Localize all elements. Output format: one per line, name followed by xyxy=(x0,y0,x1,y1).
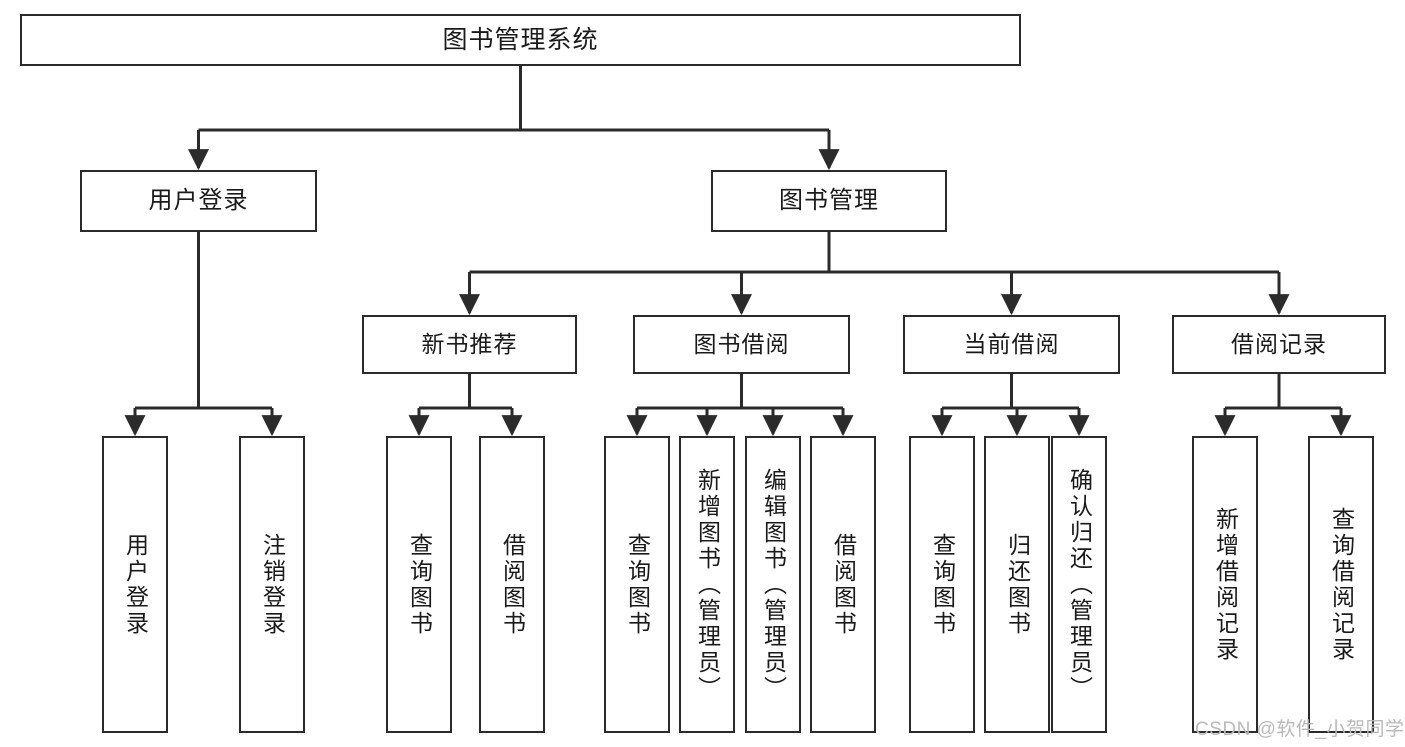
node-label-leaf-query-record: 查询借阅记录 xyxy=(1328,506,1355,663)
node-label-leaf-add-record: 新增借阅记录 xyxy=(1212,506,1239,663)
node-label-leaf-query-book-3: 查询图书 xyxy=(929,532,956,637)
node-label-leaf-edit-book: 编辑图书（管理员） xyxy=(760,467,787,702)
node-label-user-login: 用户登录 xyxy=(148,187,249,215)
node-borrow-record[interactable]: 借阅记录 xyxy=(1172,315,1386,374)
node-label-leaf-confirm-return: 确认归还（管理员） xyxy=(1066,467,1093,702)
node-leaf-add-book[interactable]: 新增图书（管理员） xyxy=(679,436,735,733)
node-label-current-borrow: 当前借阅 xyxy=(963,331,1060,358)
node-label-leaf-user-logout: 注销登录 xyxy=(259,532,286,637)
node-leaf-return-book[interactable]: 归还图书 xyxy=(984,436,1050,733)
node-leaf-user-logout[interactable]: 注销登录 xyxy=(239,436,305,733)
csdn-watermark: CSDN @软件_小贺同学 xyxy=(1195,719,1405,740)
node-leaf-user-login[interactable]: 用户登录 xyxy=(102,436,168,733)
node-new-book-rec[interactable]: 新书推荐 xyxy=(362,315,577,374)
node-leaf-borrow-book-1[interactable]: 借阅图书 xyxy=(479,436,545,733)
node-book-manage[interactable]: 图书管理 xyxy=(711,170,947,232)
node-label-leaf-return-book: 归还图书 xyxy=(1004,532,1031,637)
node-leaf-query-record[interactable]: 查询借阅记录 xyxy=(1308,436,1374,733)
node-label-new-book-rec: 新书推荐 xyxy=(421,331,518,358)
node-leaf-query-book-3[interactable]: 查询图书 xyxy=(909,436,975,733)
node-leaf-add-record[interactable]: 新增借阅记录 xyxy=(1192,436,1258,733)
node-label-leaf-query-book-2: 查询图书 xyxy=(624,532,651,637)
node-user-login[interactable]: 用户登录 xyxy=(80,170,317,232)
node-label-leaf-query-book-1: 查询图书 xyxy=(406,532,433,637)
node-leaf-confirm-return[interactable]: 确认归还（管理员） xyxy=(1051,436,1107,733)
node-leaf-borrow-book-2[interactable]: 借阅图书 xyxy=(810,436,876,733)
node-leaf-query-book-1[interactable]: 查询图书 xyxy=(386,436,452,733)
node-label-book-borrow: 图书借阅 xyxy=(693,331,790,358)
node-leaf-query-book-2[interactable]: 查询图书 xyxy=(604,436,670,733)
node-label-leaf-user-login: 用户登录 xyxy=(122,532,149,637)
node-label-root: 图书管理系统 xyxy=(442,25,599,54)
node-label-leaf-add-book: 新增图书（管理员） xyxy=(694,467,721,702)
node-label-book-manage: 图书管理 xyxy=(779,187,879,215)
node-label-leaf-borrow-book-2: 借阅图书 xyxy=(830,532,857,637)
node-label-leaf-borrow-book-1: 借阅图书 xyxy=(499,532,526,637)
node-leaf-edit-book[interactable]: 编辑图书（管理员） xyxy=(745,436,801,733)
node-current-borrow[interactable]: 当前借阅 xyxy=(903,315,1120,374)
node-label-borrow-record: 借阅记录 xyxy=(1231,331,1327,358)
node-book-borrow[interactable]: 图书借阅 xyxy=(633,315,850,374)
node-root[interactable]: 图书管理系统 xyxy=(20,14,1021,66)
